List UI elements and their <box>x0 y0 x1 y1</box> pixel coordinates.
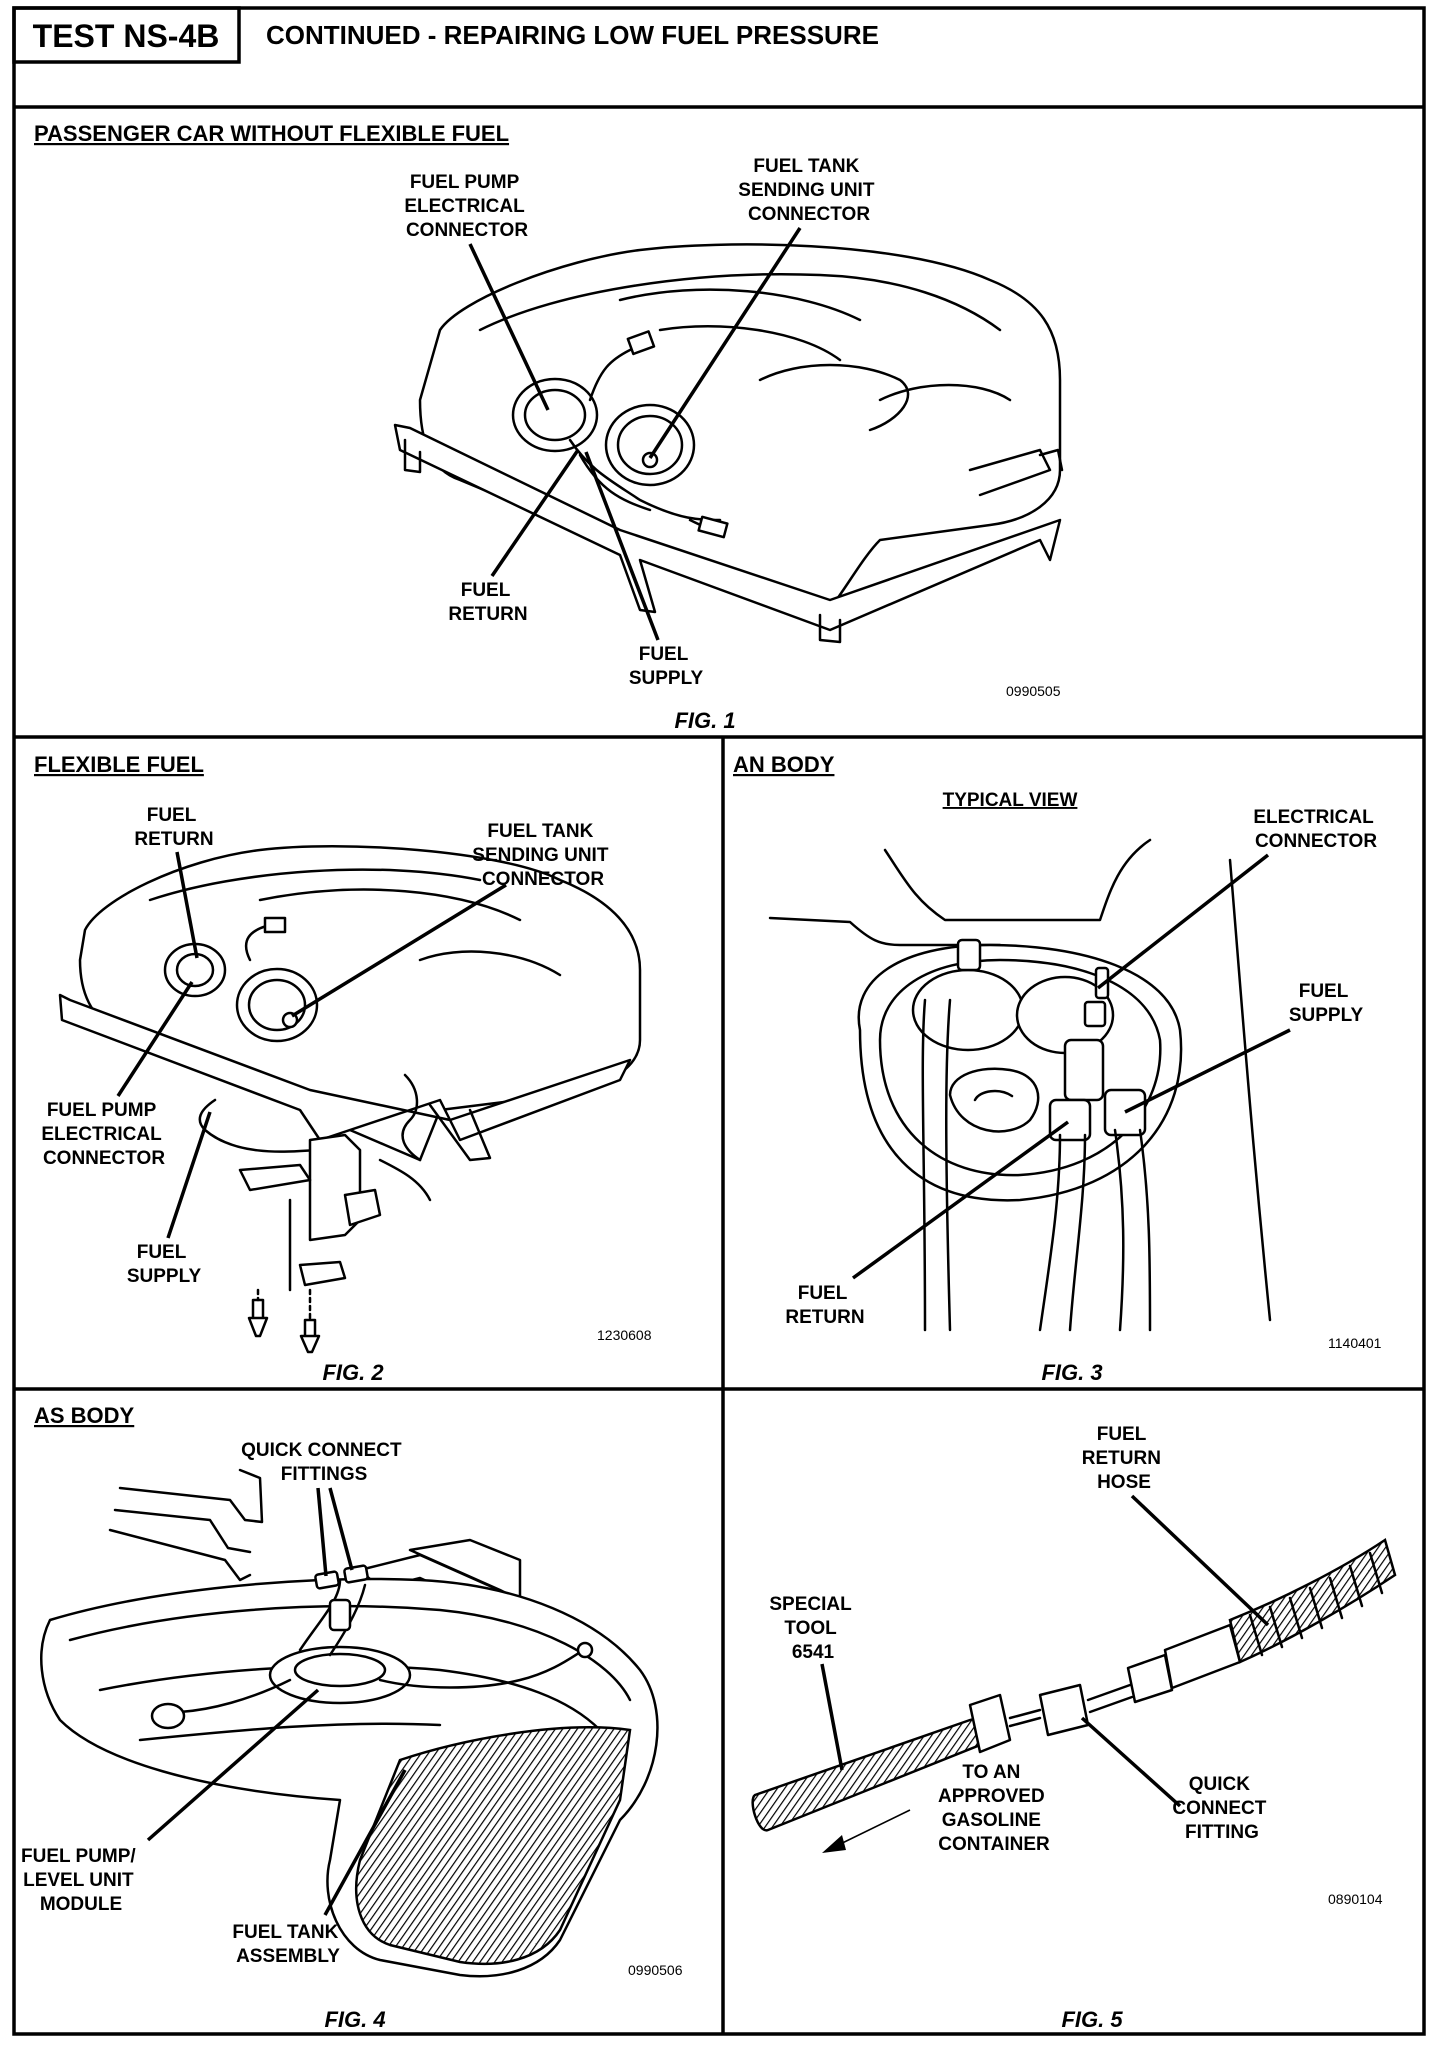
fig1-leader-supply <box>584 451 660 641</box>
fig2-code: 1230608 <box>597 1327 652 1343</box>
fig4-label-tank: FUEL TANK ASSEMBLY <box>232 1922 343 1967</box>
fig5-hose-drawing <box>751 1538 1397 1853</box>
fig2-leader-return <box>175 851 199 959</box>
figure-3-panel: AN BODY TYPICAL VIEW <box>733 752 1382 1385</box>
fig5-label-special-tool: SPECIAL TOOL 6541 <box>769 1594 856 1663</box>
fig1-label-return: FUEL RETURN <box>448 580 527 625</box>
fig3-subtitle: TYPICAL VIEW <box>943 790 1078 811</box>
fig5-leader-quick-connect <box>1080 1716 1182 1808</box>
fig1-leader-pump-connector <box>468 243 550 411</box>
fig4-leader-tank <box>323 1769 407 1916</box>
fig1-code: 0990505 <box>1006 683 1061 699</box>
fig4-label-pump-module: FUEL PUMP/ LEVEL UNIT MODULE <box>21 1846 141 1915</box>
fig3-code: 1140401 <box>1328 1335 1382 1351</box>
fig3-label-supply: FUEL SUPPLY <box>1289 981 1364 1026</box>
fig1-fuel-tank-drawing <box>393 243 1064 644</box>
fig3-section-title: AN BODY <box>733 752 835 777</box>
fig2-label-return: FUEL RETURN <box>134 805 213 850</box>
fig5-label-container: TO AN APPROVED GASOLINE CONTAINER <box>938 1762 1050 1855</box>
fig2-label-pump-connector: FUEL PUMP ELECTRICAL CONNECTOR <box>41 1100 166 1169</box>
fig3-leader-supply <box>1124 1028 1291 1114</box>
fig5-code: 0890104 <box>1328 1891 1383 1907</box>
fig4-caption: FIG. 4 <box>324 2007 385 2032</box>
fig5-caption: FIG. 5 <box>1061 2007 1123 2032</box>
fig4-fuel-tank-drawing <box>40 1468 659 1978</box>
fig4-leader-pump-module <box>146 1688 320 1842</box>
figure-2-panel: FLEXIBLE FUEL <box>34 752 652 1385</box>
figure-1-panel: PASSENGER CAR WITHOUT FLEXIBLE FUEL <box>34 121 1064 733</box>
fig3-label-electrical: ELECTRICAL CONNECTOR <box>1253 807 1378 852</box>
fig5-leader-return-hose <box>1130 1494 1270 1627</box>
figure-4-panel: AS BODY <box>21 1403 683 2032</box>
fig3-leader-electrical <box>1096 853 1270 990</box>
fig1-leader-return <box>490 449 580 577</box>
fig5-label-return-hose: FUEL RETURN HOSE <box>1082 1424 1166 1493</box>
fig3-caption: FIG. 3 <box>1041 1360 1102 1385</box>
fig1-section-title: PASSENGER CAR WITHOUT FLEXIBLE FUEL <box>34 121 509 146</box>
fig4-label-quick-connect: QUICK CONNECT FITTINGS <box>241 1440 407 1485</box>
fig4-leader-quick-connect-2 <box>328 1487 354 1571</box>
fig2-fuel-tank-drawing <box>58 845 642 1354</box>
header: TEST NS-4B CONTINUED - REPAIRING LOW FUE… <box>12 6 1424 109</box>
fig4-leader-quick-connect-1 <box>316 1487 328 1577</box>
fig3-leader-return <box>851 1120 1070 1280</box>
fig5-leader-special-tool <box>820 1663 844 1771</box>
fig4-code: 0990506 <box>628 1962 683 1978</box>
fig5-label-quick-connect: QUICK CONNECT FITTING <box>1172 1774 1271 1843</box>
fig4-section-title: AS BODY <box>34 1403 135 1428</box>
figure-5-panel: FUEL RETURN HOSE SPECIAL TOOL 6541 TO AN… <box>751 1424 1397 2032</box>
fig1-leader-sending-unit <box>648 227 802 459</box>
fig1-label-pump-connector: FUEL PUMP ELECTRICAL CONNECTOR <box>404 172 529 241</box>
fig2-label-sending-unit: FUEL TANK SENDING UNIT CONNECTOR <box>472 821 613 890</box>
fig2-section-title: FLEXIBLE FUEL <box>34 752 204 777</box>
fig2-label-supply: FUEL SUPPLY <box>127 1242 202 1287</box>
fig3-label-return: FUEL RETURN <box>785 1283 864 1328</box>
fig1-caption: FIG. 1 <box>674 708 735 733</box>
fig3-pump-module-drawing <box>768 838 1272 1332</box>
fig2-caption: FIG. 2 <box>322 1360 384 1385</box>
fig1-label-supply: FUEL SUPPLY <box>629 644 704 689</box>
fig2-leader-sending-unit <box>291 883 507 1018</box>
page-border <box>12 6 1426 2036</box>
fig2-leader-supply <box>166 1111 212 1239</box>
header-title: CONTINUED - REPAIRING LOW FUEL PRESSURE <box>266 20 879 50</box>
fig1-label-sending-unit: FUEL TANK SENDING UNIT CONNECTOR <box>738 156 879 225</box>
fig2-leader-pump-connector <box>116 981 194 1097</box>
test-id: TEST NS-4B <box>33 18 220 54</box>
test-id-box <box>12 6 241 64</box>
